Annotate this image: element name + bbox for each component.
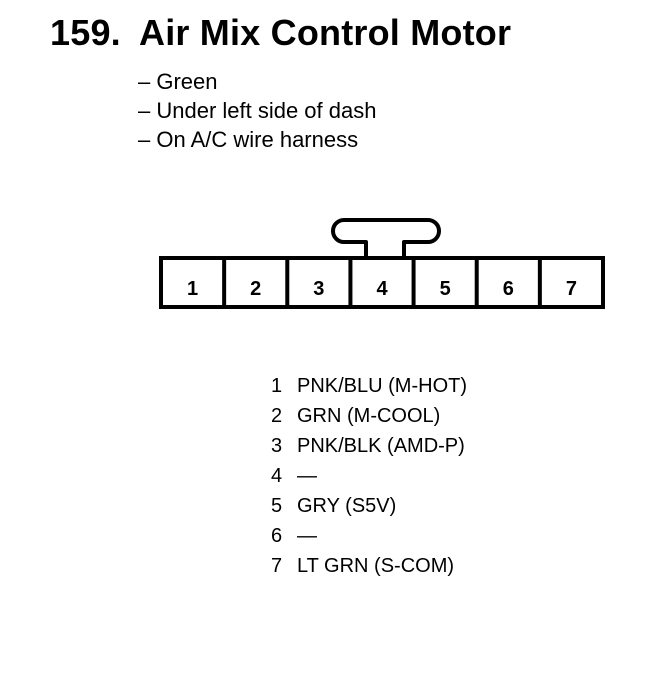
cavity-number: 6 — [503, 278, 514, 300]
page-title: 159. Air Mix Control Motor — [50, 12, 511, 54]
cavity-dividers — [222, 258, 542, 307]
pin-row: 2 GRN (M-COOL) — [271, 401, 467, 431]
note-harness: – On A/C wire harness — [138, 127, 359, 152]
location-notes: – Green – Under left side of dash – On A… — [138, 67, 376, 154]
pin-description: GRN (M-COOL) — [297, 405, 441, 427]
cavity-number: 4 — [376, 278, 388, 300]
pin-assignment-list: 1 PNK/BLU (M-HOT) 2 GRN (M-COOL) 3 PNK/BLK … — [271, 371, 467, 581]
connector-body — [159, 256, 605, 309]
pin-row: 1 PNK/BLU (M-HOT) — [271, 371, 467, 401]
pin-number: 3 — [271, 435, 283, 457]
pin-number: 5 — [271, 495, 283, 517]
pin-row: 3 PNK/BLK (AMD-P) — [271, 431, 467, 461]
pin-number: 7 — [271, 555, 283, 577]
cavity-number: 5 — [440, 278, 451, 300]
note-location: – Under left side of dash — [138, 98, 377, 123]
pin-row: 4— — [271, 461, 467, 491]
pin-number: 6 — [271, 525, 283, 547]
pin-row: 6— — [271, 521, 467, 551]
component-name: Air Mix Control Motor — [139, 12, 512, 53]
pin-row: 7 LT GRN (S-COM) — [271, 551, 467, 581]
pin-description: — — [297, 525, 317, 547]
component-number: 159. — [50, 12, 121, 53]
pin-number: 1 — [271, 375, 283, 397]
connector-lock-tab — [331, 218, 441, 259]
pin-description: PNK/BLU (M-HOT) — [297, 375, 467, 397]
pin-description: LT GRN (S-COM) — [297, 555, 455, 577]
pin-number: 2 — [271, 405, 283, 427]
note-color: – Green — [138, 69, 218, 94]
cavity-number: 2 — [250, 278, 261, 300]
cavity-number: 3 — [313, 278, 324, 300]
pin-number: 4 — [271, 465, 283, 487]
pin-description: — — [297, 465, 317, 487]
cavity-number: 7 — [566, 278, 577, 300]
pin-description: GRY (S5V) — [297, 495, 397, 517]
cavity-labels: 1 2 3 4 5 6 7 — [187, 278, 577, 300]
pin-description: PNK/BLK (AMD-P) — [297, 435, 465, 457]
cavity-number: 1 — [187, 278, 198, 300]
pin-row: 5 GRY (S5V) — [271, 491, 467, 521]
